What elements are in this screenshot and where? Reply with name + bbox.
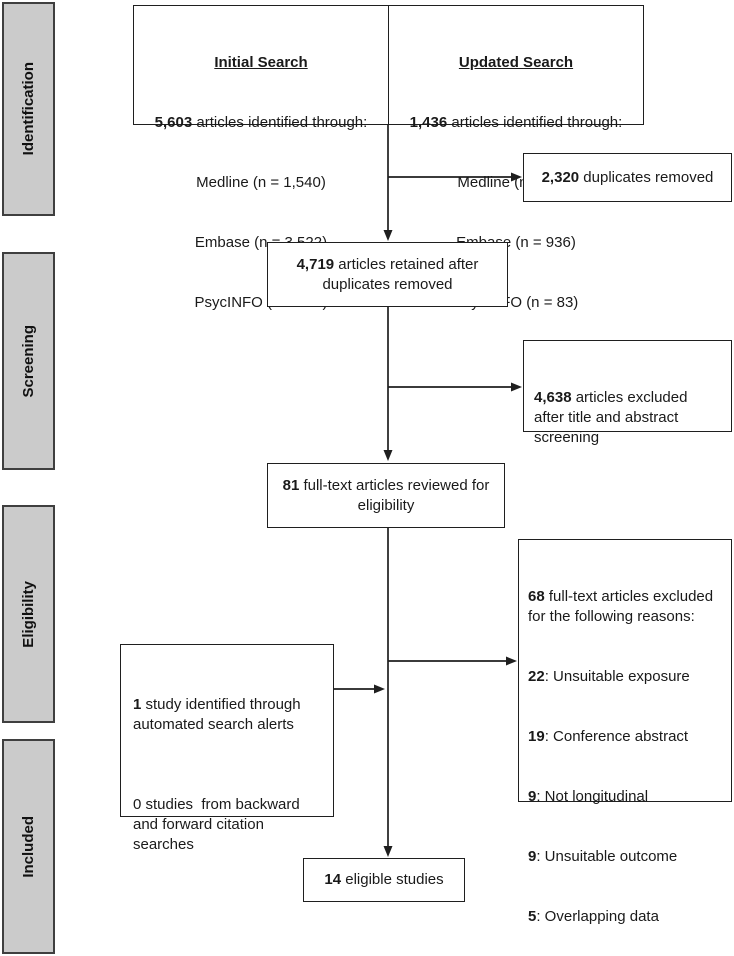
initial-search-count-line: 5,603 articles identified through: xyxy=(154,114,368,131)
arrow-alerts-to-flow xyxy=(333,684,385,694)
stage-label: Included xyxy=(19,815,37,878)
retained-box: 4,719 articles retained after duplicates… xyxy=(267,242,508,307)
updated-search-count-line: 1,436 articles identified through: xyxy=(409,114,623,131)
fulltext-reviewed-text: 81 full-text articles reviewed for eligi… xyxy=(282,476,494,514)
exclusion-reason: 5: Overlapping data xyxy=(528,908,659,925)
fulltext-reviewed-box: 81 full-text articles reviewed for eligi… xyxy=(267,463,505,528)
arrow-to-fulltext-excluded xyxy=(388,656,517,666)
title-abstract-excluded-box: 4,638 articles excluded after title and … xyxy=(523,340,732,446)
duplicates-removed-box: 2,320 duplicates removed xyxy=(523,153,732,202)
stage-included: Included xyxy=(2,739,55,954)
stage-screening: Screening xyxy=(2,252,55,470)
citation-search-line: 0 studies from backward and forward cita… xyxy=(133,796,304,853)
identification-search-box: Initial Search 5,603 articles identified… xyxy=(133,5,644,311)
stage-label: Identification xyxy=(19,62,37,156)
arrow-fulltext-to-eligible xyxy=(383,528,393,857)
eligible-studies-box: 14 eligible studies xyxy=(303,858,465,902)
exclusion-reason: 22: Unsuitable exposure xyxy=(528,668,690,685)
stage-label: Screening xyxy=(19,324,37,398)
stage-label: Eligibility xyxy=(19,580,37,648)
fulltext-excluded-intro: 68 full-text articles excluded for the f… xyxy=(528,588,718,625)
eligible-studies-text: 14 eligible studies xyxy=(324,871,444,888)
updated-search-title: Updated Search xyxy=(458,54,574,71)
fulltext-excluded-box: 68 full-text articles excluded for the f… xyxy=(518,539,732,925)
search-alerts-box: 1 study identified through automated sea… xyxy=(120,644,334,853)
initial-search-column: Initial Search 5,603 articles identified… xyxy=(134,6,389,311)
exclusion-reason: 9: Unsuitable outcome xyxy=(528,848,678,865)
stage-identification: Identification xyxy=(2,2,55,216)
initial-source-medline: Medline (n = 1,540) xyxy=(196,174,326,191)
retained-text: 4,719 articles retained after duplicates… xyxy=(296,255,483,293)
search-alerts-line: 1 study identified through automated sea… xyxy=(133,696,305,733)
updated-search-column: Updated Search 1,436 articles identified… xyxy=(389,6,643,311)
exclusion-reason: 19: Conference abstract xyxy=(528,728,689,745)
duplicates-removed-text: 2,320 duplicates removed xyxy=(541,168,714,186)
arrow-to-screening-excluded xyxy=(388,382,522,392)
initial-search-title: Initial Search xyxy=(214,54,308,71)
exclusion-reason: 9: Not longitudinal xyxy=(528,788,649,805)
title-abstract-excluded-text: 4,638 articles excluded after title and … xyxy=(534,389,692,446)
stage-eligibility: Eligibility xyxy=(2,505,55,723)
